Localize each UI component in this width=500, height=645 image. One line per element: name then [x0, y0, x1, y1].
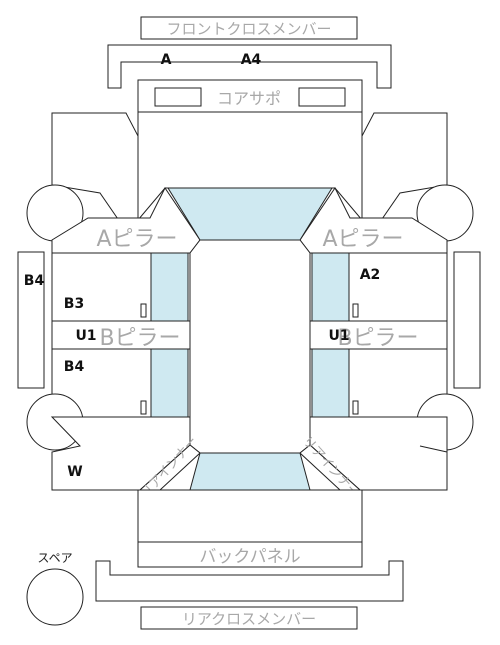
- rear-door-left-handle[interactable]: [140, 400, 147, 415]
- b-pillar-right-label: Bピラー: [337, 326, 418, 351]
- front-code-a4: A4: [241, 52, 262, 68]
- front-door-left-glass[interactable]: [150, 252, 189, 322]
- b-pillar-left-label: Bピラー: [99, 326, 180, 351]
- headlight-right[interactable]: [298, 87, 346, 107]
- rear-window[interactable]: [189, 452, 311, 491]
- front-code-a: A: [161, 52, 172, 68]
- spare-label: スペア: [37, 551, 72, 565]
- a-pillar-left-label: Aピラー: [96, 227, 177, 252]
- left-rear-code: W: [67, 464, 82, 480]
- rear-cross-member[interactable]: [140, 606, 358, 630]
- front-door-left-handle[interactable]: [140, 303, 147, 318]
- core-support-label: コアサポ: [217, 89, 281, 108]
- spare-tire[interactable]: [26, 568, 84, 626]
- rear-door-left-glass[interactable]: [150, 348, 189, 418]
- back-panel-label: バックパネル: [199, 547, 300, 567]
- back-panel[interactable]: [137, 541, 363, 568]
- side-rail-left[interactable]: [17, 251, 45, 389]
- side-rail-right[interactable]: [453, 251, 481, 389]
- left-rail-code: B4: [24, 273, 45, 289]
- rear-door-right-glass[interactable]: [311, 348, 350, 418]
- front-cross-member[interactable]: [140, 16, 358, 40]
- trunk[interactable]: [137, 489, 363, 543]
- rear-cross-member-label: リアクロスメンバー: [182, 610, 316, 628]
- a-pillar-right-label: Aピラー: [322, 227, 403, 252]
- front-door-right-glass[interactable]: [311, 252, 350, 322]
- left-pillar-code: U1: [75, 328, 96, 344]
- rear-door-right-handle[interactable]: [352, 400, 359, 415]
- front-cross-member-label: フロントクロスメンバー: [166, 20, 331, 38]
- front-fender-right[interactable]: [361, 112, 448, 223]
- b-pillar-right[interactable]: [309, 320, 448, 350]
- right-pillar-code: U1: [328, 328, 349, 344]
- rear-bumper-bracket[interactable]: [95, 560, 404, 602]
- rear-quarter-left[interactable]: [50, 416, 191, 491]
- left-front-door-code: B3: [64, 296, 84, 312]
- headlight-left[interactable]: [154, 87, 202, 107]
- roof[interactable]: [189, 239, 311, 454]
- front-door-right-handle[interactable]: [352, 303, 359, 318]
- front-bumper-bracket[interactable]: [107, 44, 392, 89]
- b-pillar-left[interactable]: [51, 320, 191, 350]
- right-front-door-code: A2: [360, 267, 381, 283]
- left-rear-door-code: B4: [64, 359, 85, 375]
